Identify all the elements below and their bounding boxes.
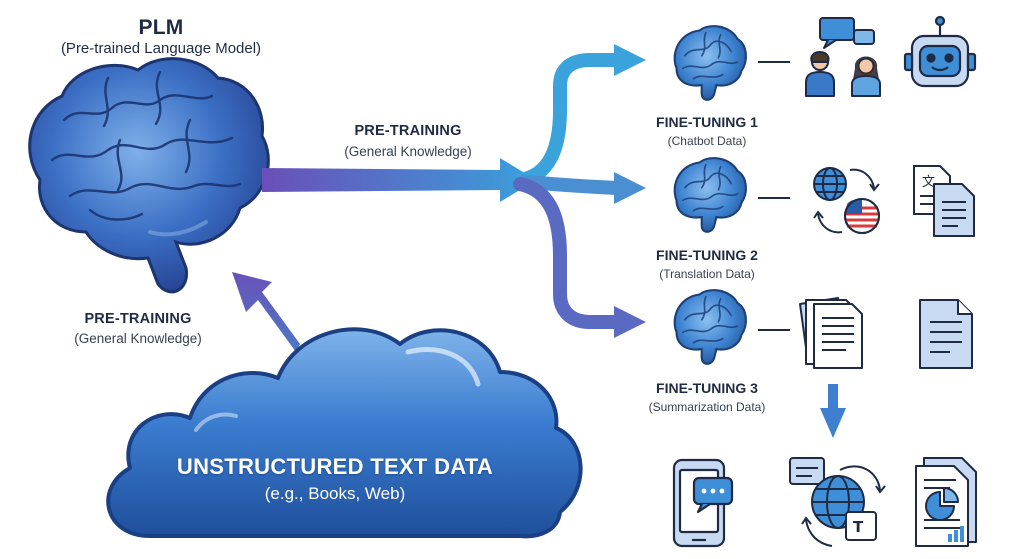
globe-translate-icon: T: [789, 457, 886, 547]
chat-people-icon: [805, 17, 881, 97]
finetune-1-brain-icon: [673, 25, 747, 101]
pretraining-top-sublabel: (General Knowledge): [344, 144, 472, 159]
finetune-2-label: FINE-TUNING 2: [656, 247, 758, 263]
summary-document-icon: [919, 299, 973, 369]
finetune-3-brain-icon: [673, 289, 747, 365]
finetune-2-sublabel: (Translation Data): [659, 267, 755, 281]
finetune-3-sublabel: (Summarization Data): [648, 400, 766, 414]
robot-icon: [903, 15, 977, 88]
svg-text:T: T: [853, 518, 864, 536]
plm-subtitle: (Pre-trained Language Model): [60, 40, 262, 57]
pretraining-arrow-vertical: [232, 272, 300, 352]
finetune-3-label: FINE-TUNING 3: [656, 380, 758, 396]
finetune-2-brain-icon: [673, 157, 747, 233]
pretraining-arrow-horizontal: [262, 158, 536, 202]
translated-documents-icon: 文: [913, 165, 975, 237]
down-arrow: [820, 384, 846, 438]
branch-arrowheads: [614, 44, 646, 338]
translation-globe-flag-icon: [813, 167, 880, 234]
report-document-icon: [915, 457, 977, 547]
cloud-sublabel: (e.g., Books, Web): [264, 484, 406, 503]
unstructured-data-cloud: [106, 327, 583, 539]
mobile-chat-icon: [672, 458, 734, 548]
plm-title: PLM: [138, 16, 184, 39]
finetune-1-label: FINE-TUNING 1: [656, 114, 758, 130]
svg-text:文: 文: [922, 175, 935, 190]
document-stack-icon: [799, 297, 863, 369]
pretraining-left-sublabel: (General Knowledge): [74, 331, 202, 346]
pretraining-left-label: PRE-TRAINING: [84, 311, 192, 327]
connector-lines: [758, 61, 790, 331]
branch-arrows: [513, 53, 625, 329]
cloud-label: UNSTRUCTURED TEXT DATA: [176, 454, 494, 479]
pretraining-top-label: PRE-TRAINING: [354, 123, 462, 139]
plm-brain-icon: [28, 57, 270, 294]
finetune-1-sublabel: (Chatbot Data): [667, 134, 747, 148]
